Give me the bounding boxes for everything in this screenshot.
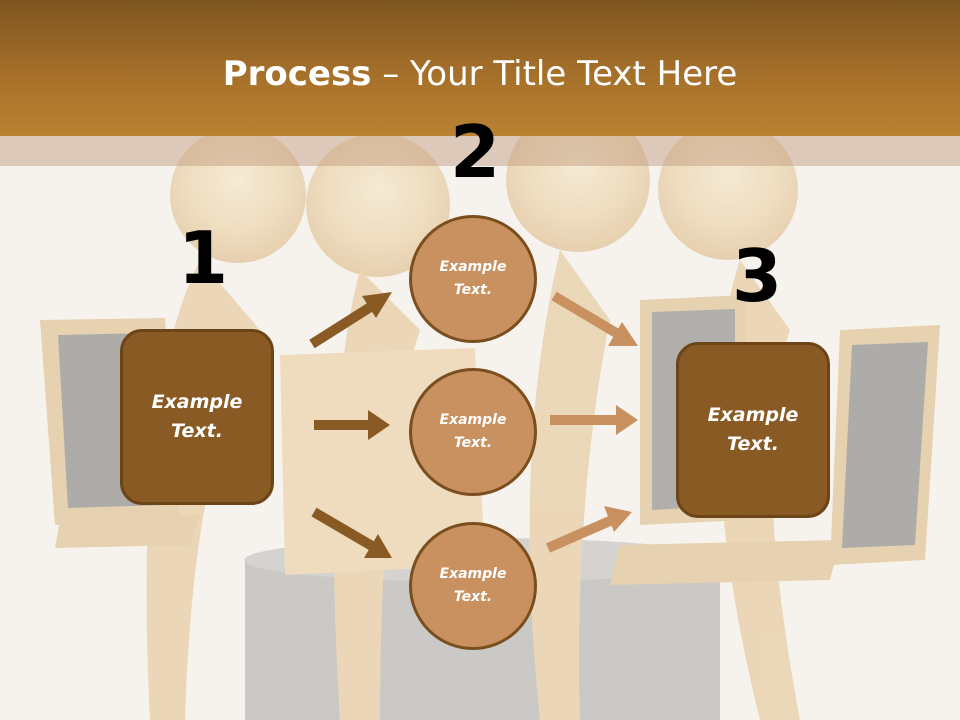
slide-title: Process – Your Title Text Here — [0, 50, 960, 98]
circle-bottom-line2: Text. — [453, 589, 493, 605]
step-number-2: 2 — [450, 110, 501, 194]
title-rest: – Your Title Text Here — [371, 54, 738, 94]
arrow-to-top-circle — [309, 292, 392, 349]
circle-top-line2: Text. — [453, 282, 493, 298]
step-number-1: 1 — [178, 216, 229, 300]
step-3-line1: Example — [707, 404, 799, 426]
title-bold: Process — [222, 54, 372, 94]
step-3-text: Example Text. — [708, 401, 799, 459]
circle-bottom-line1: Example — [439, 566, 507, 582]
step-number-3: 3 — [732, 234, 783, 318]
step-1-text: Example Text. — [152, 388, 243, 446]
title-band — [0, 136, 960, 166]
step-1-line1: Example — [151, 391, 243, 413]
arrow-from-top-circle — [551, 291, 638, 346]
circle-middle-line2: Text. — [453, 435, 493, 451]
circle-middle: Example Text. — [409, 368, 537, 496]
circle-top: Example Text. — [409, 215, 537, 343]
circle-top-line1: Example — [439, 259, 507, 275]
step-1-box: Example Text. — [120, 329, 274, 505]
circle-middle-line1: Example — [439, 412, 507, 428]
arrow-from-bottom-circle — [545, 506, 632, 553]
arrow-to-middle-circle — [314, 410, 390, 440]
step-1-line2: Text. — [171, 420, 223, 442]
step-3-line2: Text. — [727, 433, 779, 455]
arrow-to-bottom-circle — [311, 507, 392, 558]
circle-bottom: Example Text. — [409, 522, 537, 650]
arrow-from-middle-circle — [550, 405, 638, 435]
step-3-box: Example Text. — [676, 342, 830, 518]
title-bar — [0, 0, 960, 136]
